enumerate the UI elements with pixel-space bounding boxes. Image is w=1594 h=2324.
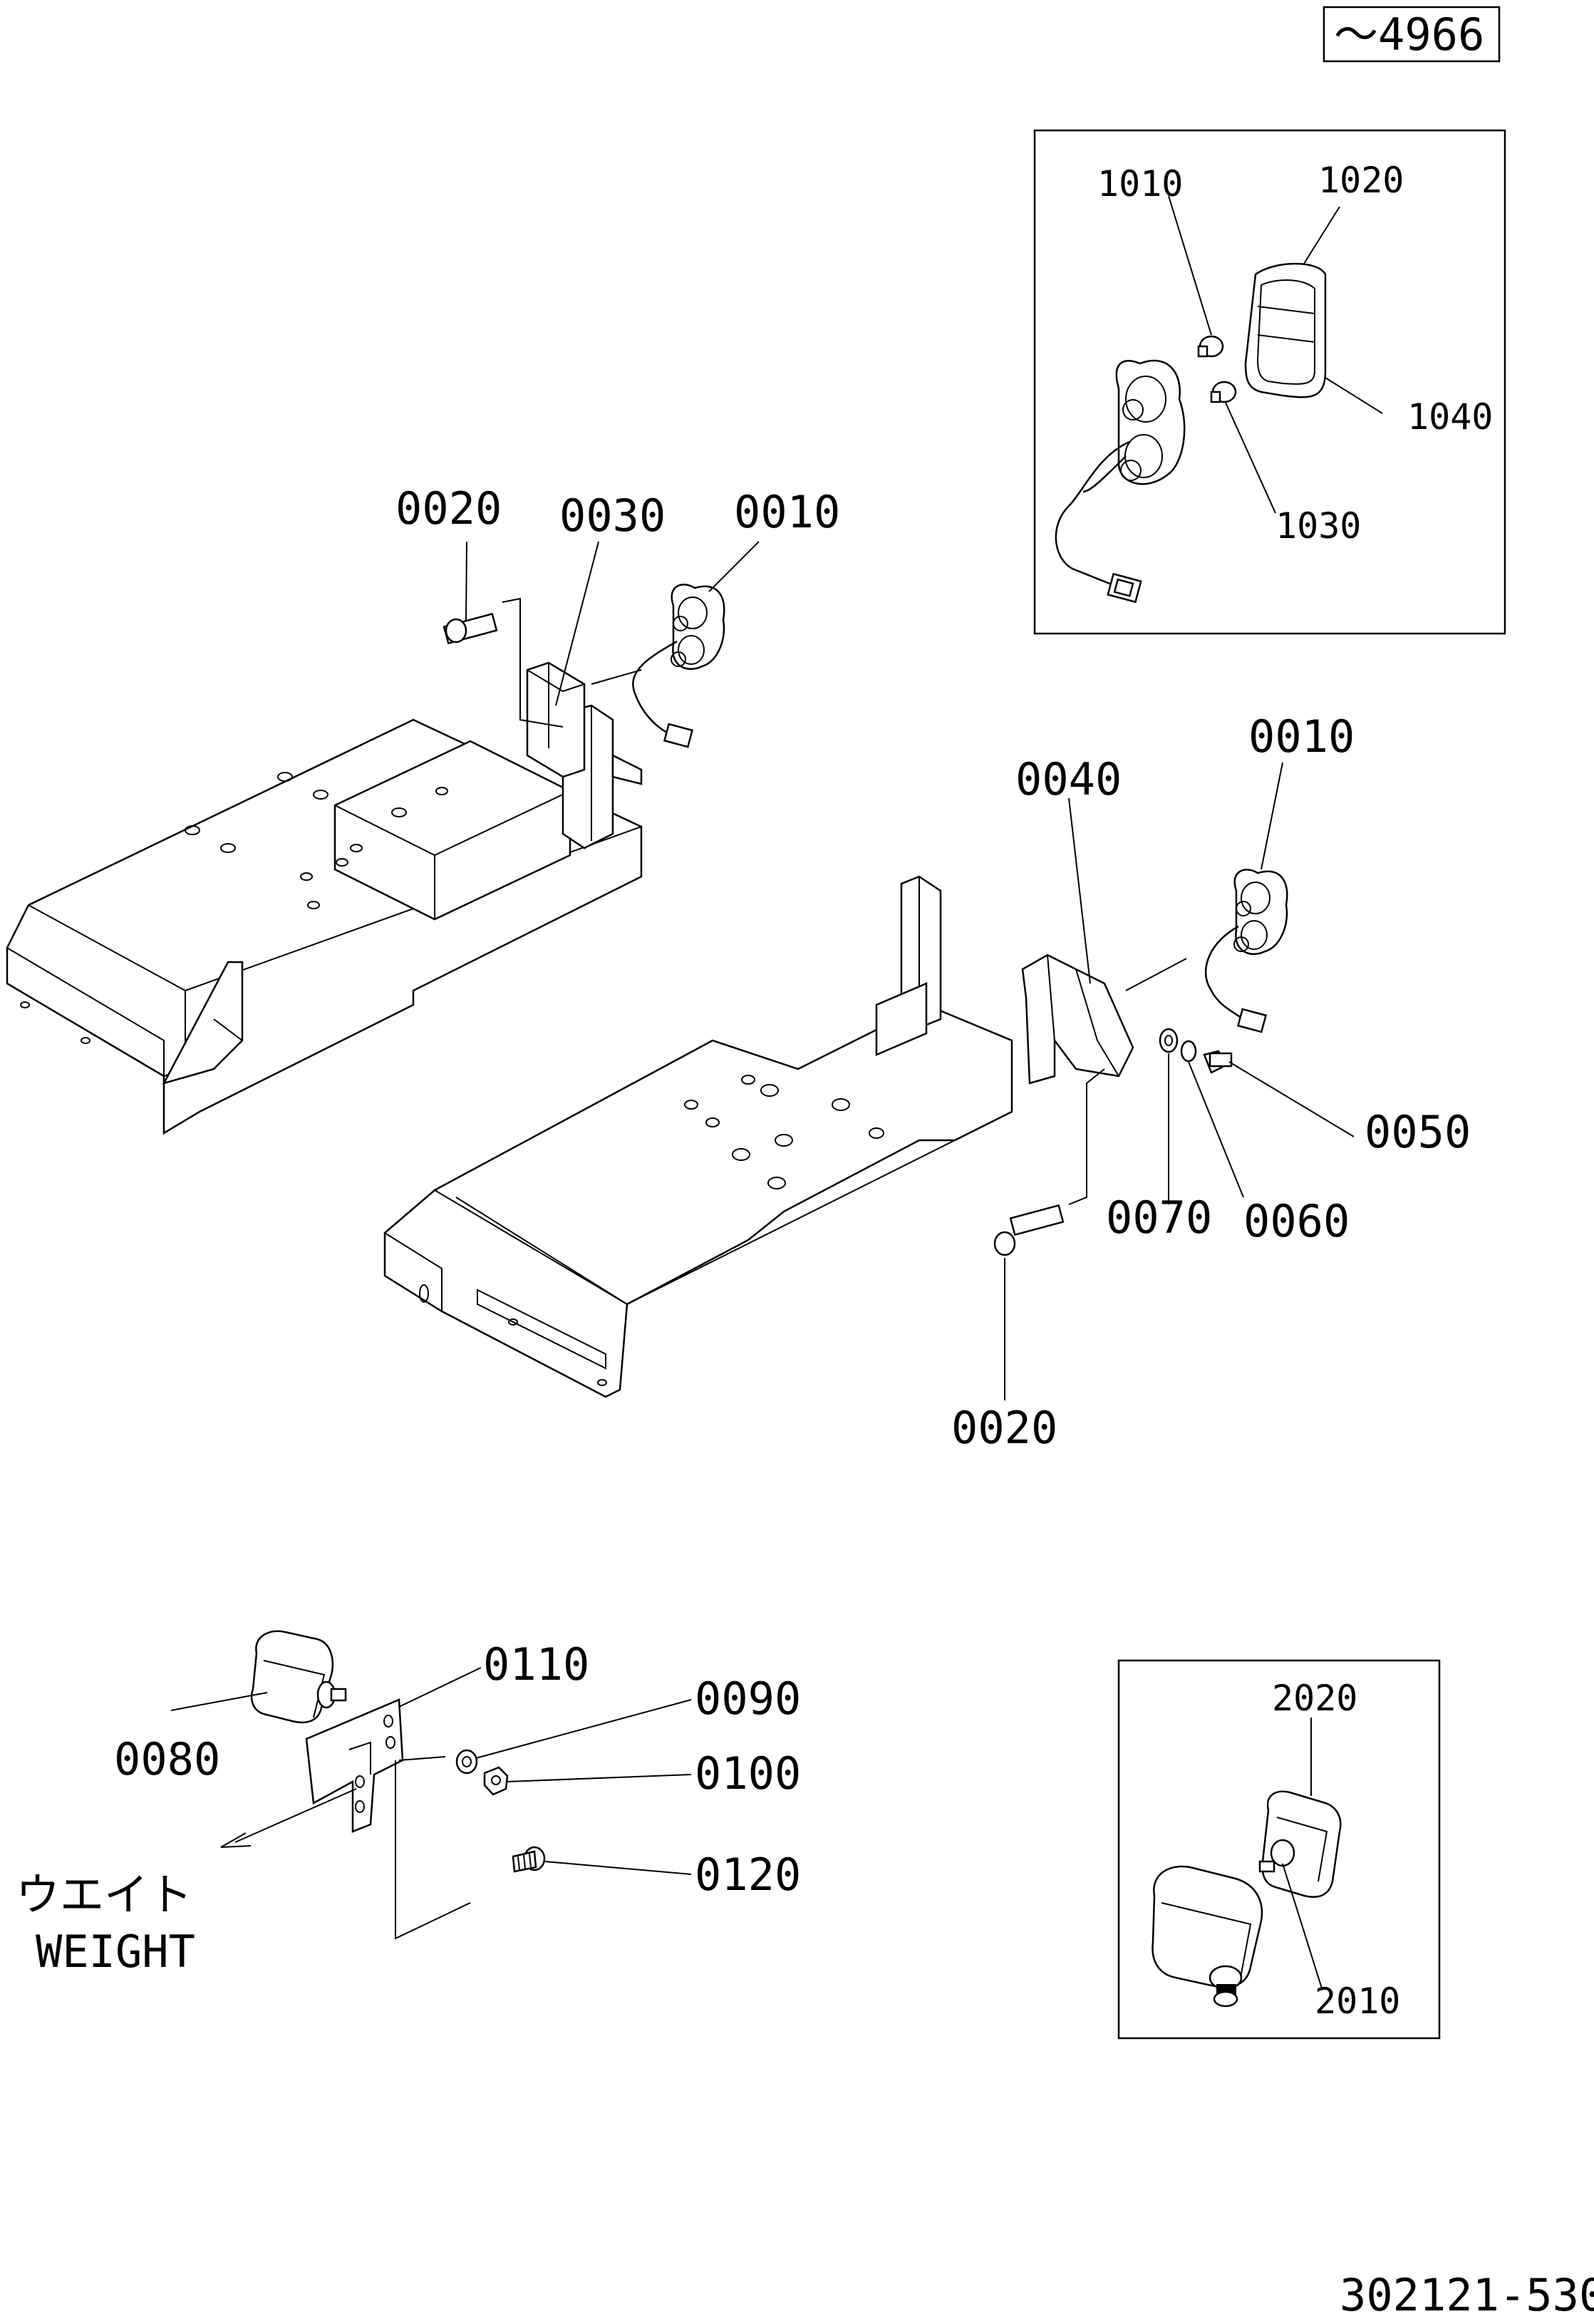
inset-work-lamp: 2020 2010 [1117,1659,1441,2040]
label-0010-middle: 0010 [1248,711,1355,763]
serial-range-box: ～4966 [1323,6,1501,63]
label-0100: 0100 [695,1747,801,1799]
label-0040: 0040 [1015,753,1122,805]
weight-label-jp: ウエイト [16,1869,192,1921]
weight-label-en: WEIGHT [36,1926,195,1978]
frame-assembly-upper: 0020 0030 0010 [6,482,840,1135]
label-1030: 1030 [1275,505,1361,547]
label-0080: 0080 [114,1733,220,1785]
label-0020-upper: 0020 [395,482,502,534]
label-2020: 2020 [1272,1678,1357,1719]
label-0090: 0090 [695,1673,801,1725]
label-0060: 0060 [1243,1195,1350,1247]
label-2010: 2010 [1315,1980,1400,2022]
label-0050: 0050 [1365,1106,1471,1158]
inset-lamp-exploded: 1010 1020 1040 1030 [1033,129,1506,635]
label-0030: 0030 [559,490,666,542]
drawing-number: 302121-53000 [1340,2269,1594,2321]
label-0010-upper: 0010 [734,486,840,538]
label-1040: 1040 [1407,396,1493,438]
label-0020-middle: 0020 [951,1402,1057,1454]
label-1010: 1010 [1097,163,1183,205]
frame-assembly-middle: 0010 0040 0050 0060 0070 0020 [383,711,1471,1454]
label-0110: 0110 [483,1638,589,1690]
label-0120: 0120 [695,1849,801,1901]
label-0070: 0070 [1106,1192,1212,1244]
lamp-mount-assembly: 0110 0090 0080 0100 0120 ウエイト WEIGHT [16,1630,801,1978]
label-1020: 1020 [1318,160,1404,201]
serial-range-text: ～4966 [1334,9,1484,61]
